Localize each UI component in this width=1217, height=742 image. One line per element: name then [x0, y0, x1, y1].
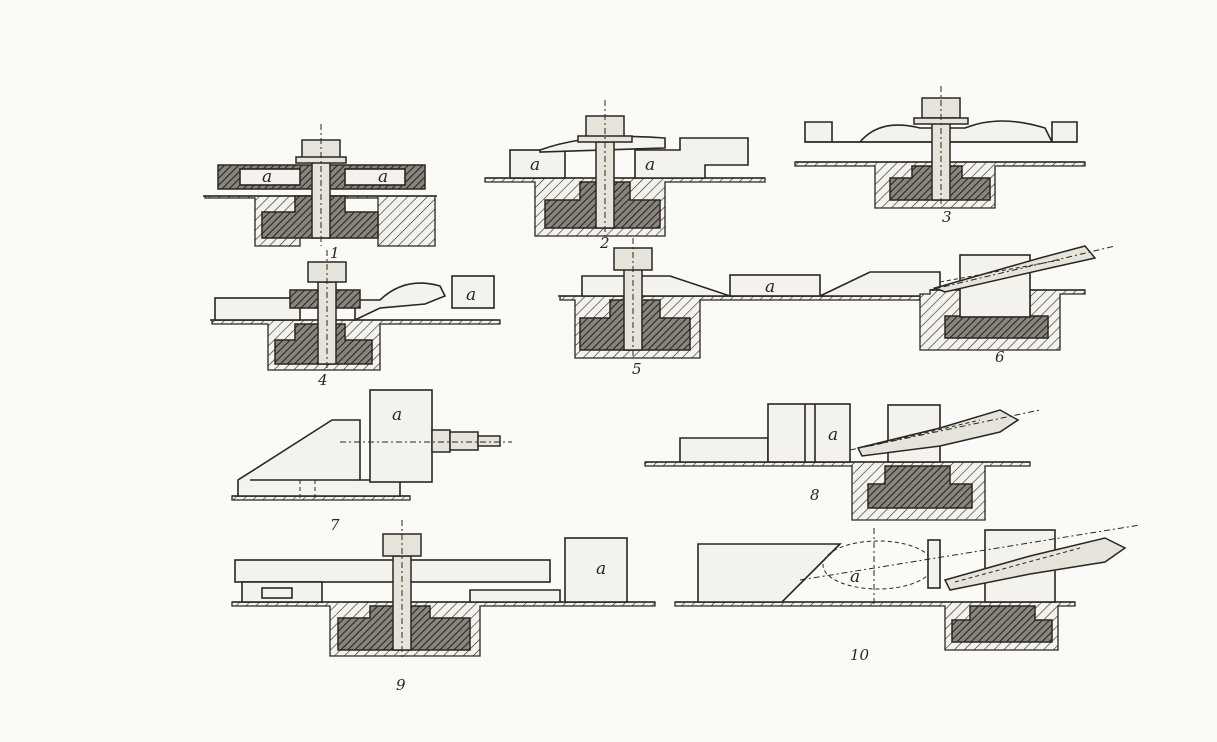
stop-pin	[927, 539, 941, 589]
part-label-a: a	[596, 559, 606, 579]
screw-jack	[943, 537, 1127, 591]
fixture-2: a a 2	[484, 100, 766, 252]
part-label-a: a	[530, 155, 540, 175]
part-label-a: a	[828, 425, 838, 445]
t-slot-block	[867, 465, 973, 509]
workpiece-round	[822, 540, 934, 590]
workpiece-right	[344, 168, 406, 186]
clamp-screw	[431, 429, 451, 453]
part-label-a: a	[765, 277, 775, 297]
screw-tip	[477, 435, 501, 447]
fixture-number: 8	[810, 486, 820, 504]
workpiece-center	[767, 403, 851, 463]
part-label-a: a	[262, 167, 272, 187]
fixture-number: 10	[850, 646, 870, 664]
fixture-9: a 9	[231, 520, 656, 694]
workpiece-left	[509, 149, 566, 179]
workpiece	[729, 274, 821, 297]
workpiece	[369, 389, 433, 483]
fixture-3: 3	[794, 86, 1086, 226]
fixture-number: 5	[632, 360, 642, 378]
part-label-a: a	[645, 155, 655, 175]
clamp-strap	[581, 275, 731, 297]
t-slot-block	[951, 605, 1053, 643]
fixture-6: 6	[919, 245, 1116, 366]
fixture-10: a 10	[674, 524, 1141, 664]
fixture-number: 3	[942, 208, 952, 226]
part-label-a: a	[392, 405, 402, 425]
fixture-number: 2	[599, 234, 610, 252]
fixture-8: a 8	[644, 403, 1041, 521]
fixture-number: 7	[330, 516, 340, 534]
workpiece-left	[239, 168, 301, 186]
clamp-strap	[354, 282, 447, 322]
support-slot	[261, 587, 293, 599]
screw-jack	[932, 245, 1097, 293]
support-block	[241, 581, 323, 603]
part-label-a: a	[850, 567, 860, 587]
jack-body	[887, 404, 941, 463]
fixture-number: 1	[330, 244, 340, 262]
workpiece-right	[634, 137, 749, 179]
fixture-number: 9	[396, 676, 406, 694]
fixture-5: a 5	[558, 238, 941, 378]
part-label-a: a	[378, 167, 388, 187]
workpiece-wedge	[819, 271, 941, 297]
workpiece-left	[679, 437, 769, 463]
fixture-number: 6	[995, 348, 1005, 366]
workpiece-right	[451, 275, 495, 309]
screw-jack	[856, 409, 1020, 457]
workpiece	[564, 537, 628, 603]
fixture-number: 4	[317, 371, 328, 389]
fixture-4: a 4	[210, 250, 501, 389]
clamp-nut	[449, 431, 479, 451]
fixture-7: a 7	[231, 389, 512, 534]
workpiece-angle	[697, 543, 842, 603]
angle-plate	[237, 419, 401, 497]
fixture-1: a a 1	[203, 124, 437, 262]
part-label-a: a	[466, 285, 476, 305]
workpiece-edge	[469, 589, 561, 603]
workpiece-left	[214, 297, 301, 321]
